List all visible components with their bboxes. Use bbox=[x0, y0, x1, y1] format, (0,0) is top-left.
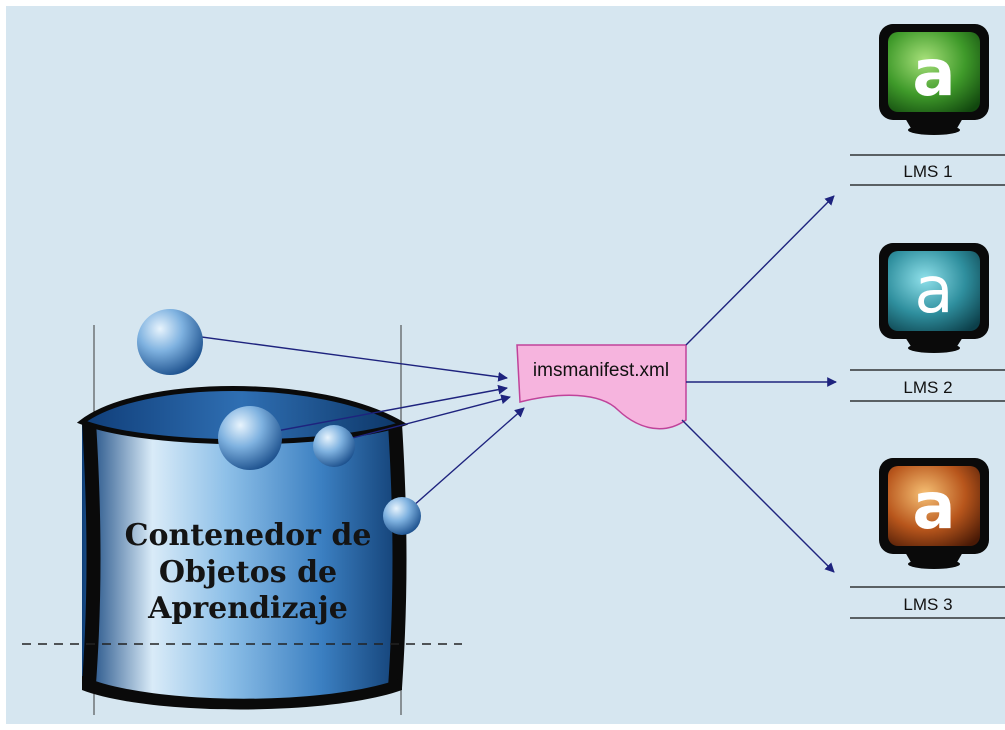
lms-logo-teal-icon: a bbox=[879, 243, 989, 353]
lms-1-label: LMS 1 bbox=[903, 162, 952, 181]
learning-object-sphere bbox=[137, 309, 203, 375]
learning-object-sphere bbox=[313, 425, 355, 467]
arrow-manifest-to-lms3 bbox=[681, 419, 835, 573]
arrow-object1-to-manifest bbox=[171, 332, 508, 382]
container-rim-right bbox=[388, 424, 407, 688]
learning-object-container bbox=[76, 386, 409, 710]
arrow-object2-to-manifest bbox=[254, 384, 508, 436]
container-label-line3: Aprendizaje bbox=[147, 591, 348, 626]
lms-1: a LMS 1 bbox=[850, 24, 1005, 186]
lms-1-icon-letter: a bbox=[912, 37, 955, 111]
arrow-manifest-to-lms1 bbox=[685, 195, 835, 346]
lms-3-label: LMS 3 bbox=[903, 595, 952, 614]
arrow-object3-to-manifest bbox=[336, 394, 511, 443]
learning-object-sphere bbox=[218, 406, 282, 470]
container-label-line2: Objetos de bbox=[159, 555, 337, 590]
container-body bbox=[82, 401, 402, 706]
arrow-object4-to-manifest bbox=[403, 407, 525, 515]
container-rim-left bbox=[82, 422, 101, 684]
lms-3-icon-letter: a bbox=[912, 470, 955, 544]
learning-object-sphere bbox=[383, 497, 421, 535]
lms-3: a LMS 3 bbox=[850, 458, 1005, 619]
container-base bbox=[82, 676, 402, 710]
manifest-document-shape bbox=[516, 344, 687, 430]
manifest-document: imsmanifest.xml bbox=[516, 344, 687, 430]
container-label-line1: Contenedor de bbox=[125, 518, 372, 553]
lms-logo-orange-icon: a bbox=[879, 458, 989, 569]
manifest-label: imsmanifest.xml bbox=[533, 360, 669, 381]
lms-2-label: LMS 2 bbox=[903, 378, 952, 397]
lms-logo-green-icon: a bbox=[879, 24, 989, 135]
lms-2: a LMS 2 bbox=[850, 243, 1005, 402]
lms-2-icon-letter: a bbox=[914, 254, 953, 328]
